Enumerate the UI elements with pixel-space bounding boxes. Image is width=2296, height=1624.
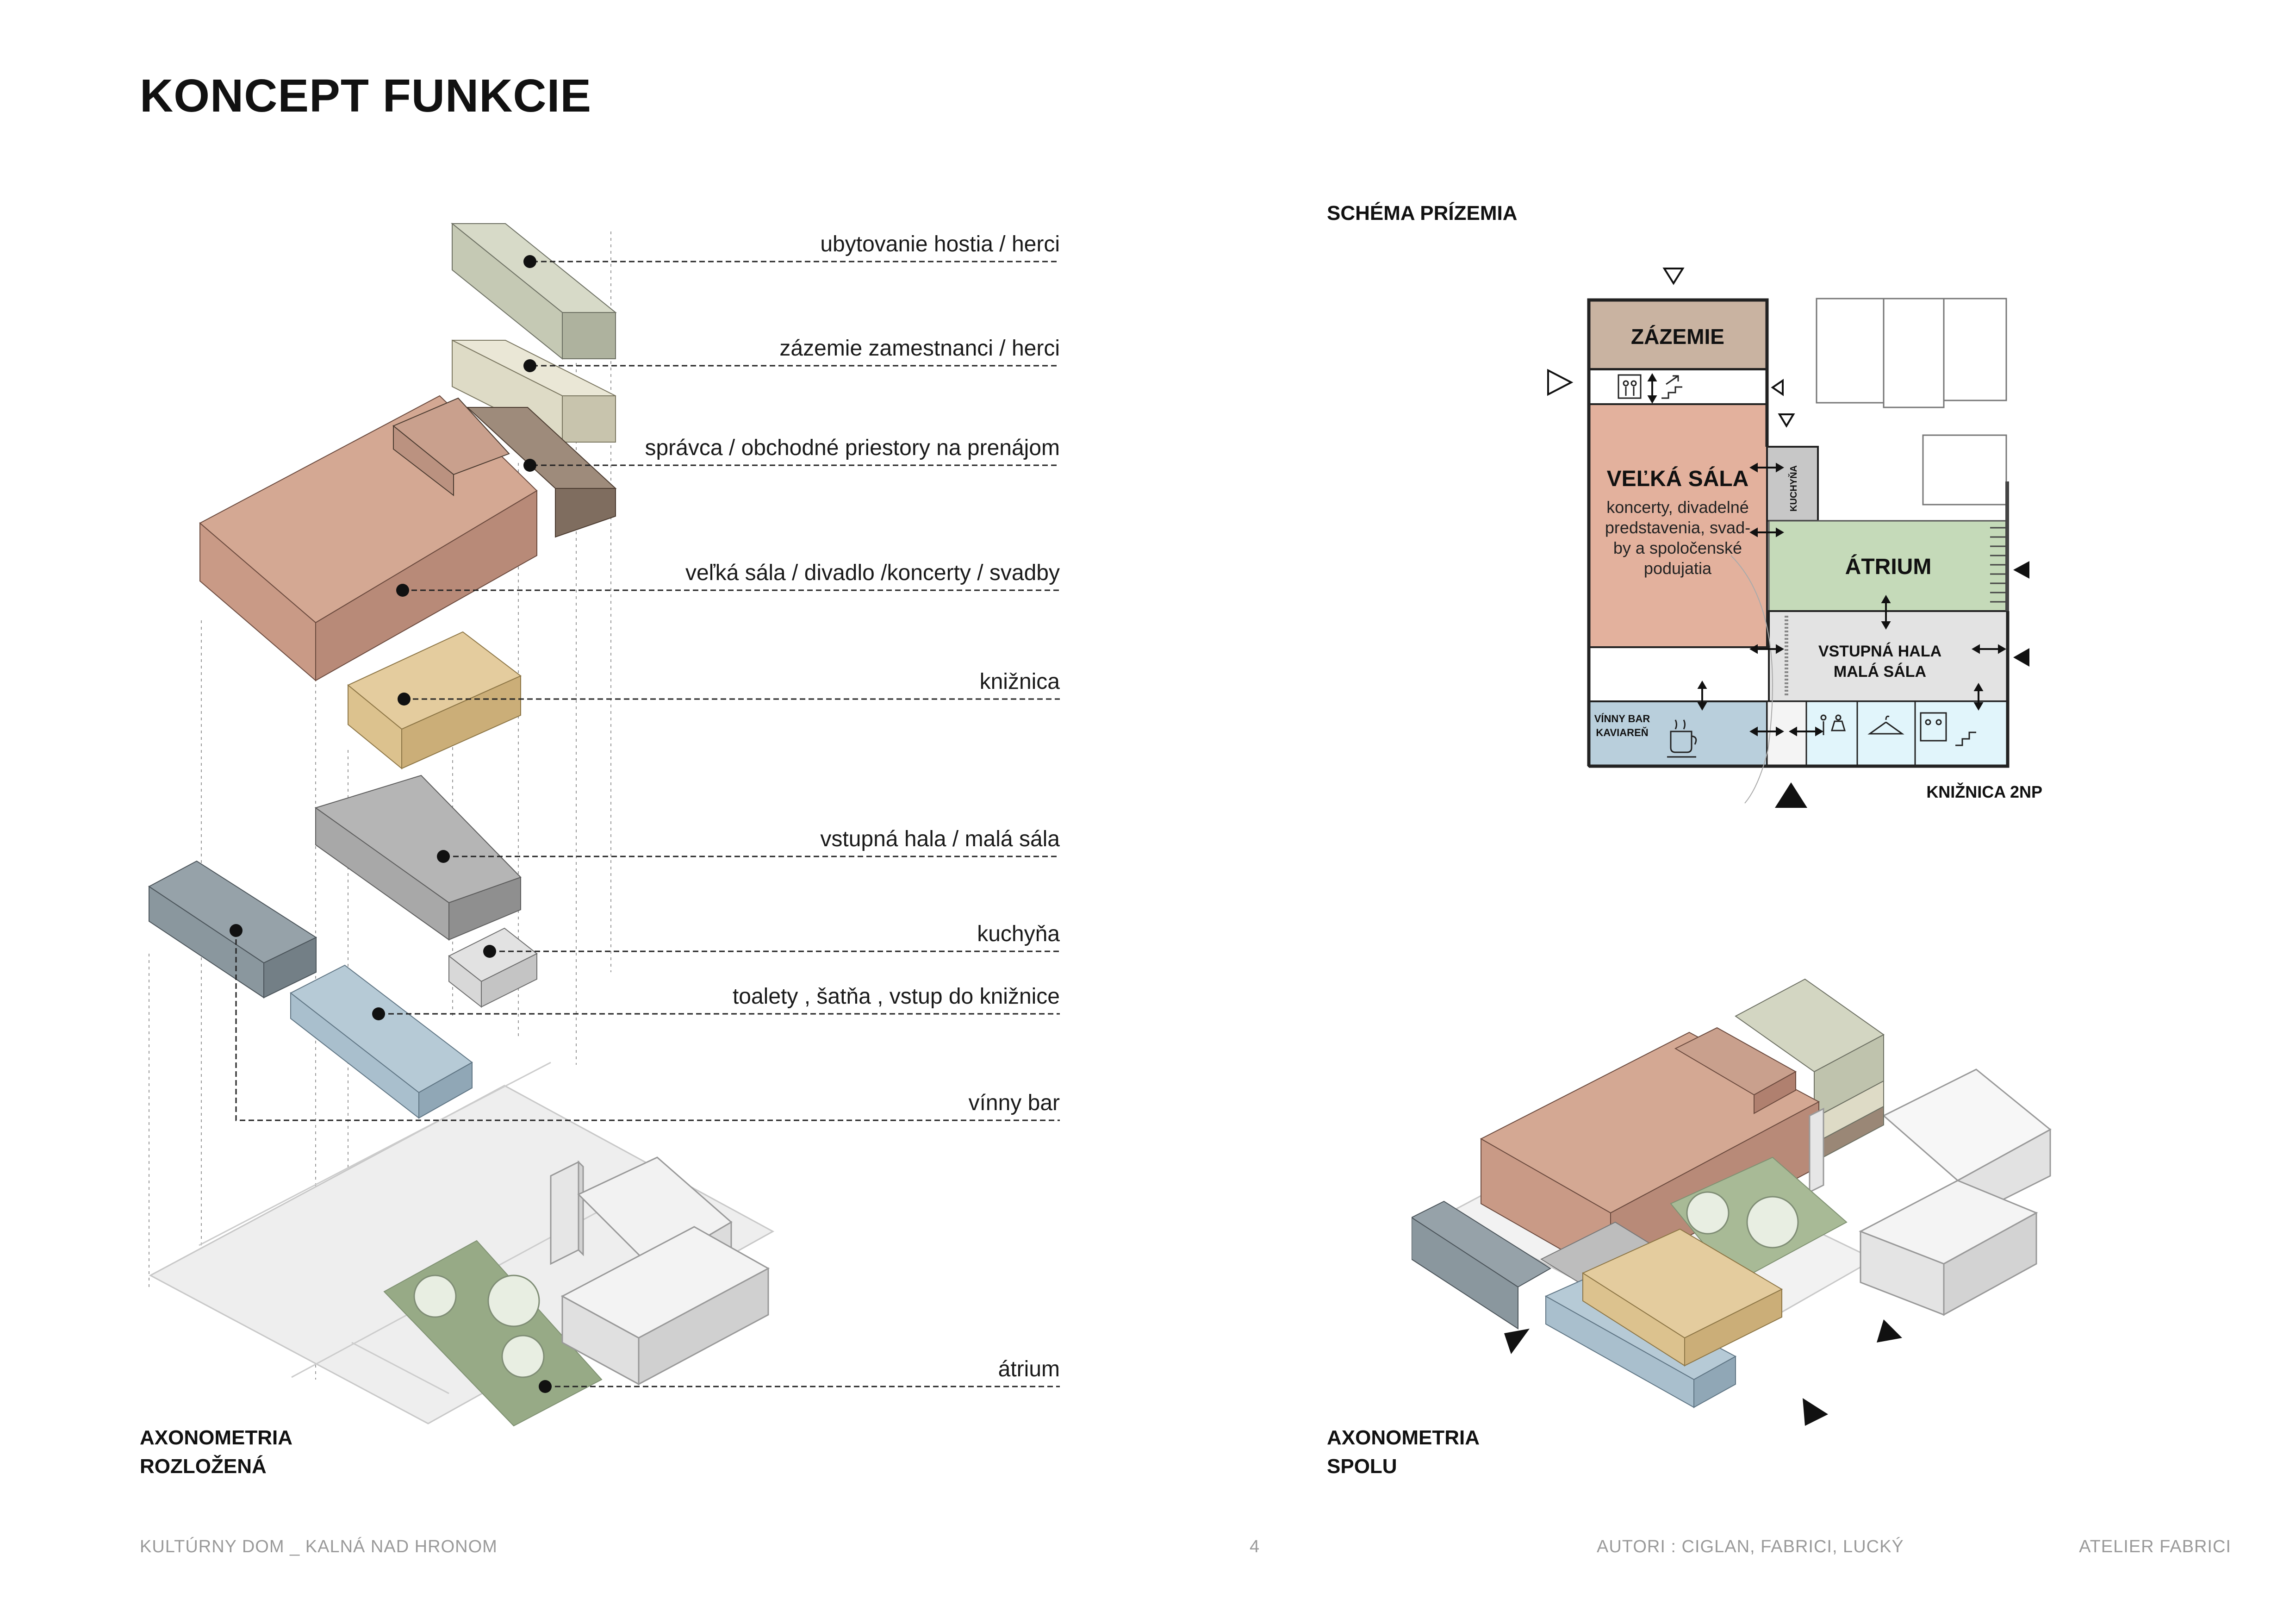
footer-project: KULTÚRNY DOM _ KALNÁ NAD HRONOM — [140, 1537, 498, 1556]
plan-desc-line4: podujatia — [1644, 559, 1712, 578]
plan-desc-line3: by a spoločenské — [1613, 538, 1742, 557]
plan-label-kniznica: KNIŽNICA 2NP — [1926, 782, 2042, 801]
plan-passage — [1766, 700, 1807, 767]
label-library: knižnica — [979, 669, 1060, 694]
combined-axonometry — [1412, 978, 2052, 1426]
plan-label-bar-2: KAVIAREŇ — [1596, 727, 1648, 738]
exploded-caption: AXONOMETRIA ROZLOŽENÁ — [140, 1424, 292, 1480]
block-admin — [392, 397, 617, 538]
plan-label-bar-1: VÍNNY BAR — [1594, 713, 1650, 725]
page-title: KONCEPT FUNKCIE — [140, 70, 592, 122]
plan-toilets — [1805, 700, 1858, 767]
block-entrance-hall — [314, 775, 522, 941]
combined-caption-line1: AXONOMETRIA — [1327, 1426, 1480, 1449]
block-library — [347, 631, 522, 770]
label-big-hall: veľká sála / divadlo /koncerty / svadby — [685, 561, 1060, 585]
footer-authors: AUTORI : CIGLAN, FABRICI, LUCKÝ — [1597, 1537, 1904, 1556]
label-admin: správca / obchodné priestory na prenájom — [645, 436, 1060, 460]
label-entrance-hall: vstupná hala / malá sála — [820, 827, 1060, 851]
entrance-markers — [1547, 268, 2029, 808]
plan-label-atrium: ÁTRIUM — [1845, 554, 1932, 579]
plan-stair-lift — [1914, 700, 2009, 767]
hanger-icon — [1867, 715, 1904, 735]
plan-vstupna-hala — [1768, 610, 2008, 702]
label-atrium: átrium — [998, 1357, 1060, 1381]
label-kitchen: kuchyňa — [977, 922, 1060, 946]
plan-label-velka-sala: VEĽKÁ SÁLA — [1607, 466, 1749, 491]
toilet-icon — [1820, 714, 1846, 735]
label-accommodation: ubytovanie hostia / herci — [820, 232, 1060, 256]
block-winebar — [148, 860, 317, 999]
plan-atrium — [1768, 520, 2008, 612]
updown-arrow-icon — [1647, 373, 1657, 404]
combined-caption-line2: SPOLU — [1327, 1455, 1397, 1478]
label-winebar: vínny bar — [968, 1091, 1060, 1115]
stairs-icon — [1661, 375, 1682, 399]
coffee-icon — [1667, 719, 1697, 758]
plan-vinny-bar — [1588, 700, 1768, 767]
plan-velka-sala — [1588, 403, 1768, 648]
exploded-caption-line2: ROZLOŽENÁ — [140, 1455, 267, 1478]
plan-label-hala-2: MALÁ SÁLA — [1834, 663, 1926, 681]
plan-title: SCHÉMA PRÍZEMIA — [1327, 202, 1518, 225]
neighbor-buildings — [550, 1156, 770, 1386]
ground-floor-plan: ZÁZEMIE VEĽKÁ SÁLA koncerty, divadelné p… — [1547, 268, 2042, 808]
footer-page-number: 4 — [1250, 1537, 1260, 1556]
exploded-caption-line1: AXONOMETRIA — [140, 1426, 292, 1449]
block-accommodation — [451, 222, 617, 360]
combined-caption: AXONOMETRIA SPOLU — [1327, 1424, 1480, 1480]
exploded-axonometry — [148, 222, 1060, 1427]
lift-stairs-icon — [1920, 712, 1976, 746]
plan-label-zazemie: ZÁZEMIE — [1631, 325, 1724, 349]
plan-desc-line1: koncerty, divadelné — [1606, 498, 1749, 517]
plan-kuchyna — [1766, 446, 1819, 522]
atrium-strip — [383, 1240, 603, 1427]
plan-neighbors — [1816, 298, 2007, 506]
label-staff: zázemie zamestnanci / herci — [779, 336, 1060, 361]
plan-desc-line2: predstavenia, svad- — [1605, 518, 1750, 537]
plan-label-hala-1: VSTUPNÁ HALA — [1818, 643, 1941, 660]
label-toilets: toalety , šatňa , vstup do knižnice — [732, 984, 1060, 1009]
block-toilets — [290, 964, 473, 1119]
lift-icon — [1618, 374, 1642, 399]
plan-label-kuchyna: KUCHYŇA — [1788, 465, 1799, 512]
footer-studio: ATELIER FABRICI — [2079, 1537, 2231, 1556]
block-kitchen — [448, 927, 538, 1008]
circulation-arrows — [1697, 462, 2006, 737]
